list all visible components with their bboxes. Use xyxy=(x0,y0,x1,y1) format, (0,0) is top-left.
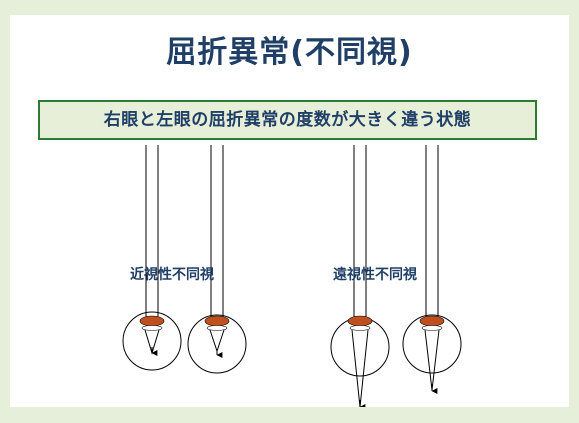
eyeball xyxy=(187,314,247,374)
iris xyxy=(347,315,373,327)
iris xyxy=(419,315,445,327)
eyeball xyxy=(122,311,182,371)
focus-cone xyxy=(209,329,225,353)
lens xyxy=(349,325,371,331)
eye-hyperopia-left xyxy=(402,145,462,394)
eye-diagram xyxy=(122,145,462,407)
eye-myopia-left xyxy=(187,145,247,374)
eyeball xyxy=(402,314,462,374)
eye-hyperopia-right xyxy=(330,145,390,407)
focus-cone xyxy=(351,329,369,407)
lens xyxy=(141,325,163,331)
slide: 屈折異常(不同視) 右眼と左眼の屈折異常の度数が大きく違う状態 xyxy=(10,15,569,407)
hyperopia-anisometropia-label: 遠視性不同視 xyxy=(333,267,417,283)
subtitle-box: 右眼と左眼の屈折異常の度数が大きく違う状態 xyxy=(38,100,537,140)
lens xyxy=(206,325,228,331)
slide-title: 屈折異常(不同視) xyxy=(166,35,413,70)
lens xyxy=(421,325,443,331)
focus-cone xyxy=(424,329,440,391)
iris xyxy=(204,315,230,327)
myopia-anisometropia-label: 近視性不同視 xyxy=(130,267,214,283)
eye-myopia-right xyxy=(122,145,182,371)
iris xyxy=(139,315,165,327)
